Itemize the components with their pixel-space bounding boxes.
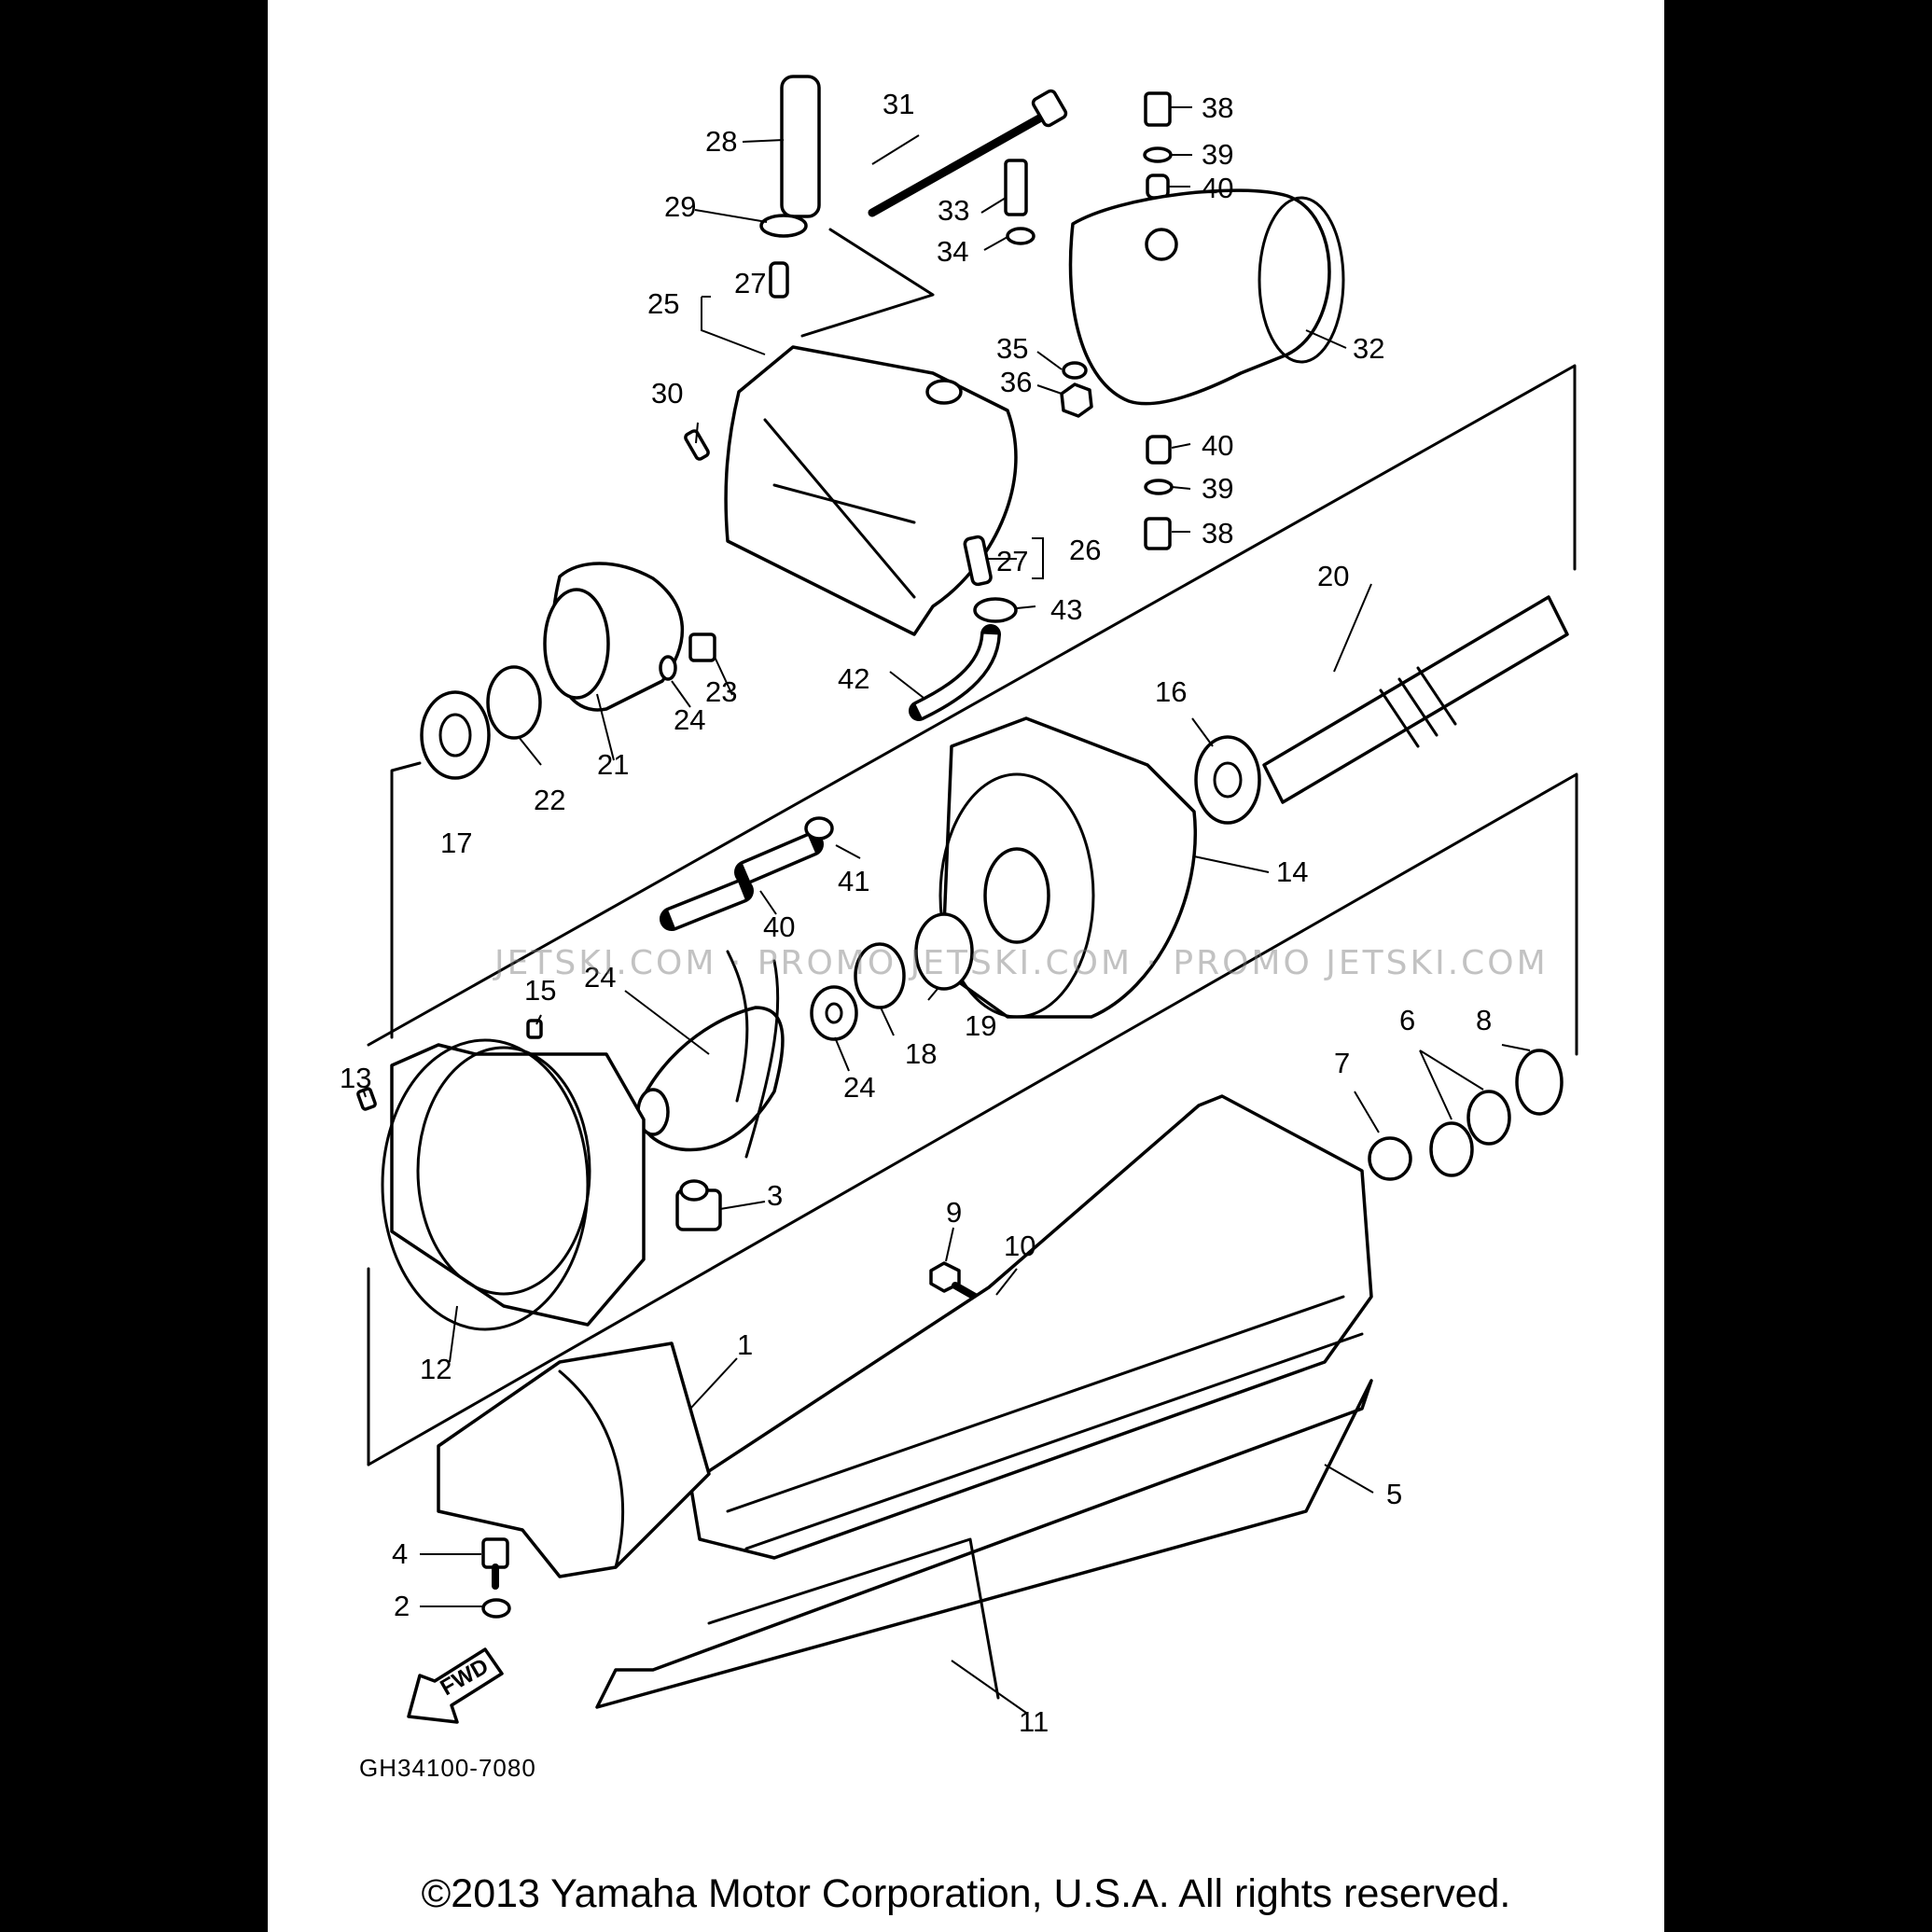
part-14-impeller-housing <box>938 716 1197 1019</box>
parts-2-4-bolt-washer <box>481 1537 511 1619</box>
callout-32: 30 <box>651 377 683 410</box>
parts-38-40-upper-fasteners <box>1143 91 1173 200</box>
part-33-bolt <box>868 89 1068 217</box>
callout-9: 9 <box>946 1196 962 1229</box>
parts-36-37-washer-nut <box>1006 227 1093 418</box>
callout-44: 43 <box>1050 593 1082 626</box>
callout-23: 23 <box>705 675 737 708</box>
leader-lines <box>363 106 1531 1714</box>
parts-23-24-bolt-washer <box>659 632 716 681</box>
callout-22: 22 <box>534 784 565 816</box>
parts-17-21-22-cap-oring-bearing <box>420 562 684 780</box>
callout-labels: 28 29 31 38 39 40 33 34 27 25 32 35 36 3… <box>340 88 1492 1738</box>
callout-8: 8 <box>1476 1004 1492 1036</box>
part-31-clamp <box>759 214 808 238</box>
callout-40-lower: 40 <box>1202 429 1233 462</box>
callout-17: 17 <box>440 827 472 859</box>
callout-30: 28 <box>705 125 737 158</box>
callout-36-lower: 35 <box>996 332 1028 365</box>
callout-29: 27 <box>996 545 1028 577</box>
callout-27-upper: 25 <box>647 287 679 320</box>
callout-7: 7 <box>1334 1047 1350 1079</box>
callout-11: 11 <box>1019 1705 1049 1738</box>
callout-40-upper: 40 <box>1202 172 1233 204</box>
callout-13: 13 <box>340 1062 371 1094</box>
parts-13-15-pins <box>356 1019 543 1111</box>
part-11-grate-frame <box>595 1379 1373 1709</box>
callout-21: 21 <box>597 748 629 781</box>
callout-38-lower: 38 <box>1202 517 1233 549</box>
callout-26: 24 <box>843 1071 875 1104</box>
callout-34: 32 <box>1353 332 1384 365</box>
callout-37: 36 <box>1000 366 1032 398</box>
callout-5: 5 <box>1386 1478 1402 1510</box>
part-27-nozzle-housing <box>724 345 1018 636</box>
callout-42: 41 <box>838 865 869 897</box>
callout-1: 1 <box>737 1328 753 1361</box>
fwd-direction-arrow: FWD <box>407 1647 504 1724</box>
part-20-drive-shaft <box>1262 595 1569 804</box>
callout-41: 40 <box>763 910 795 943</box>
callout-18: 18 <box>905 1037 937 1070</box>
callout-33: 31 <box>883 88 914 120</box>
part-25-impeller <box>636 950 785 1159</box>
part-30-sleeve <box>780 75 821 218</box>
callout-6: 6 <box>1399 1004 1415 1036</box>
parts-43-44-hose-clamp <box>909 597 1018 721</box>
callout-20: 20 <box>1317 560 1349 592</box>
callout-25: 24 <box>584 961 616 994</box>
callout-39-upper: 39 <box>1202 138 1233 171</box>
part-34-steering-nozzle <box>1068 188 1345 406</box>
callout-12: 12 <box>420 1353 452 1385</box>
callout-38-upper: 38 <box>1202 91 1233 124</box>
watermark: JETSKI.COM · PROMO JETSKI.COM · PROMO JE… <box>494 944 1549 982</box>
callout-2: 2 <box>394 1590 410 1622</box>
callout-28: 27 <box>734 267 766 299</box>
callout-27-lower: 26 <box>1069 534 1101 566</box>
callout-35: 33 <box>938 194 969 227</box>
callout-36-upper: 34 <box>937 235 968 268</box>
callout-10: 10 <box>1004 1230 1035 1262</box>
part-1-cover <box>437 1341 711 1578</box>
parts-28-29-32-pins <box>684 261 993 587</box>
callout-43: 42 <box>838 662 869 695</box>
part-35-fitting <box>1004 159 1028 216</box>
parts-41-42-pipes-clamp <box>660 816 834 931</box>
callout-4: 4 <box>392 1537 408 1570</box>
callout-19: 19 <box>965 1009 996 1042</box>
callout-15: 15 <box>524 974 556 1007</box>
part-5-intake-duct <box>688 1094 1373 1560</box>
callout-14: 14 <box>1276 855 1308 888</box>
callout-24: 24 <box>674 703 705 736</box>
parts-6-7-8-bushings-coupler <box>1368 1049 1564 1181</box>
parts-18-19-26-seals <box>810 912 974 1041</box>
copyright-notice: ©2013 Yamaha Motor Corporation, U.S.A. A… <box>421 1871 1511 1916</box>
callout-39-lower: 39 <box>1202 472 1233 505</box>
callout-31: 29 <box>664 190 696 223</box>
callout-3: 3 <box>767 1179 783 1212</box>
callout-16: 16 <box>1155 675 1187 708</box>
part-3-bracket <box>675 1179 722 1231</box>
part-12-pump-duct <box>381 1038 646 1331</box>
part-16-bearing <box>1194 735 1261 825</box>
parts-38-40-lower-fasteners <box>1144 435 1174 550</box>
diagram-code: GH34100-7080 <box>359 1754 536 1782</box>
